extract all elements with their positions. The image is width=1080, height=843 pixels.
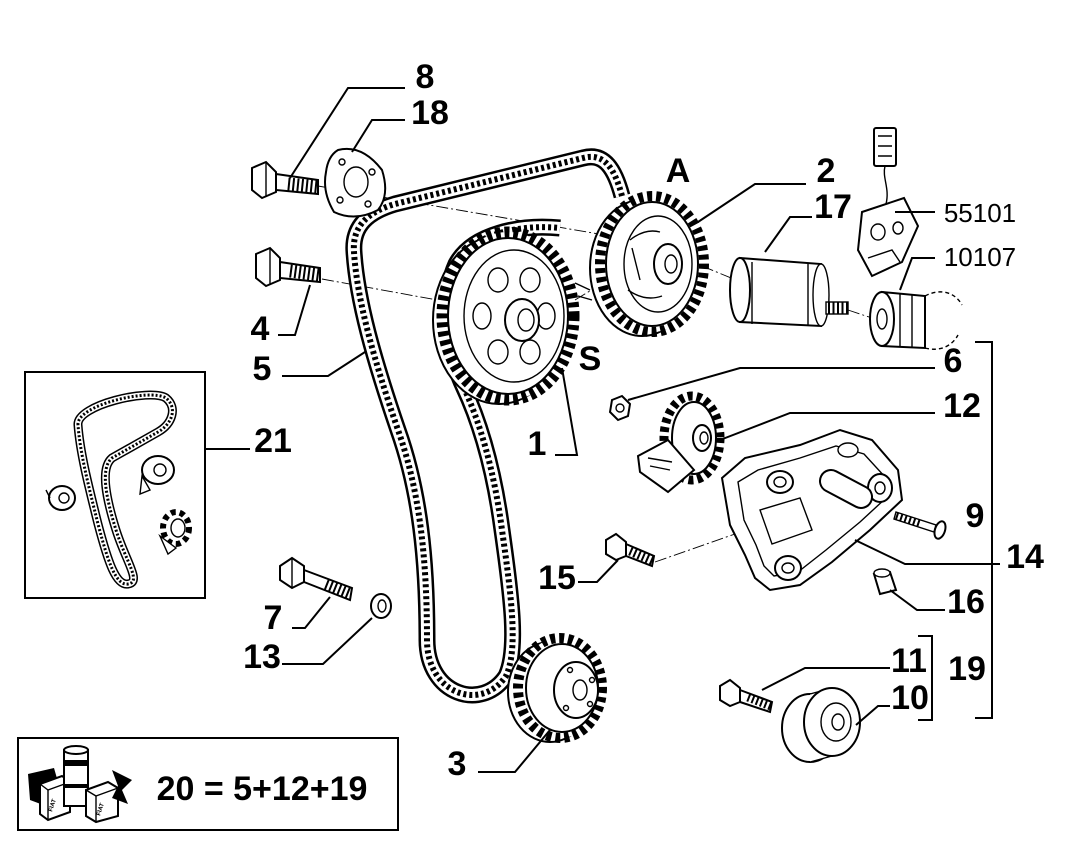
- kit-box-logo-left: FIAT: [48, 798, 58, 812]
- callout-5: 5: [253, 350, 272, 388]
- part-55101-sensor: [856, 127, 920, 278]
- callout-4: 4: [251, 310, 270, 348]
- part-14-mounting-plate: [720, 428, 904, 592]
- part-4-bolt: [255, 246, 321, 288]
- part-17-cylinder-unit: [729, 256, 849, 328]
- callout-3: 3: [448, 745, 467, 783]
- callout-17: 17: [814, 188, 852, 226]
- kit-20-formula-box: FIAT FIAT 20 = 5+12+19: [17, 737, 399, 831]
- callout-15: 15: [538, 559, 576, 597]
- callout-10107: 10107: [944, 242, 1016, 272]
- kit-box-logo-right: FIAT: [96, 802, 106, 816]
- spare-parts-kit-icon: FIAT FIAT: [28, 745, 132, 824]
- part-2-camshaft-gear: [589, 191, 709, 337]
- callout-S: S: [579, 340, 602, 378]
- part-9-bolt: [893, 511, 947, 540]
- callout-9: 9: [966, 497, 985, 535]
- callout-10: 10: [891, 679, 929, 717]
- callout-2: 2: [817, 152, 836, 190]
- callout-13: 13: [243, 638, 281, 676]
- part-16-bushing: [872, 568, 898, 596]
- kit-20-formula: 20 = 5+12+19: [157, 770, 368, 808]
- part-1-pulley: [432, 226, 593, 406]
- kit-21-inset: [24, 371, 206, 599]
- part-10-idler-pulley: [781, 687, 861, 763]
- part-13-washer: [370, 593, 392, 619]
- callout-16: 16: [947, 583, 985, 621]
- callout-55101: 55101: [944, 198, 1016, 228]
- callout-labels: 8 18 A 2 17 55101 10107 S 4 5 6 12 1 21 …: [243, 58, 1044, 783]
- callout-21: 21: [254, 422, 292, 460]
- callout-7: 7: [264, 599, 283, 637]
- callout-6: 6: [944, 342, 963, 380]
- callout-leader-lines: [205, 87, 1000, 773]
- callout-18: 18: [411, 94, 449, 132]
- part-3-crankshaft-pulley: [507, 633, 607, 743]
- part-6-nut: [608, 394, 632, 422]
- part-10107-sensor-housing: [869, 290, 963, 350]
- part-15-bolt: [605, 532, 656, 568]
- callout-11: 11: [891, 642, 927, 680]
- callout-14: 14: [1006, 538, 1044, 576]
- callout-19: 19: [948, 650, 986, 688]
- part-12-tensioner: [636, 391, 725, 494]
- callout-12: 12: [943, 387, 981, 425]
- callout-8: 8: [416, 58, 435, 96]
- callout-1: 1: [528, 425, 547, 463]
- part-18-plate: [324, 148, 387, 218]
- part-11-bolt: [719, 678, 774, 714]
- callout-A: A: [666, 152, 691, 190]
- part-7-bolt: [279, 556, 354, 602]
- part-8-bolt: [251, 160, 319, 200]
